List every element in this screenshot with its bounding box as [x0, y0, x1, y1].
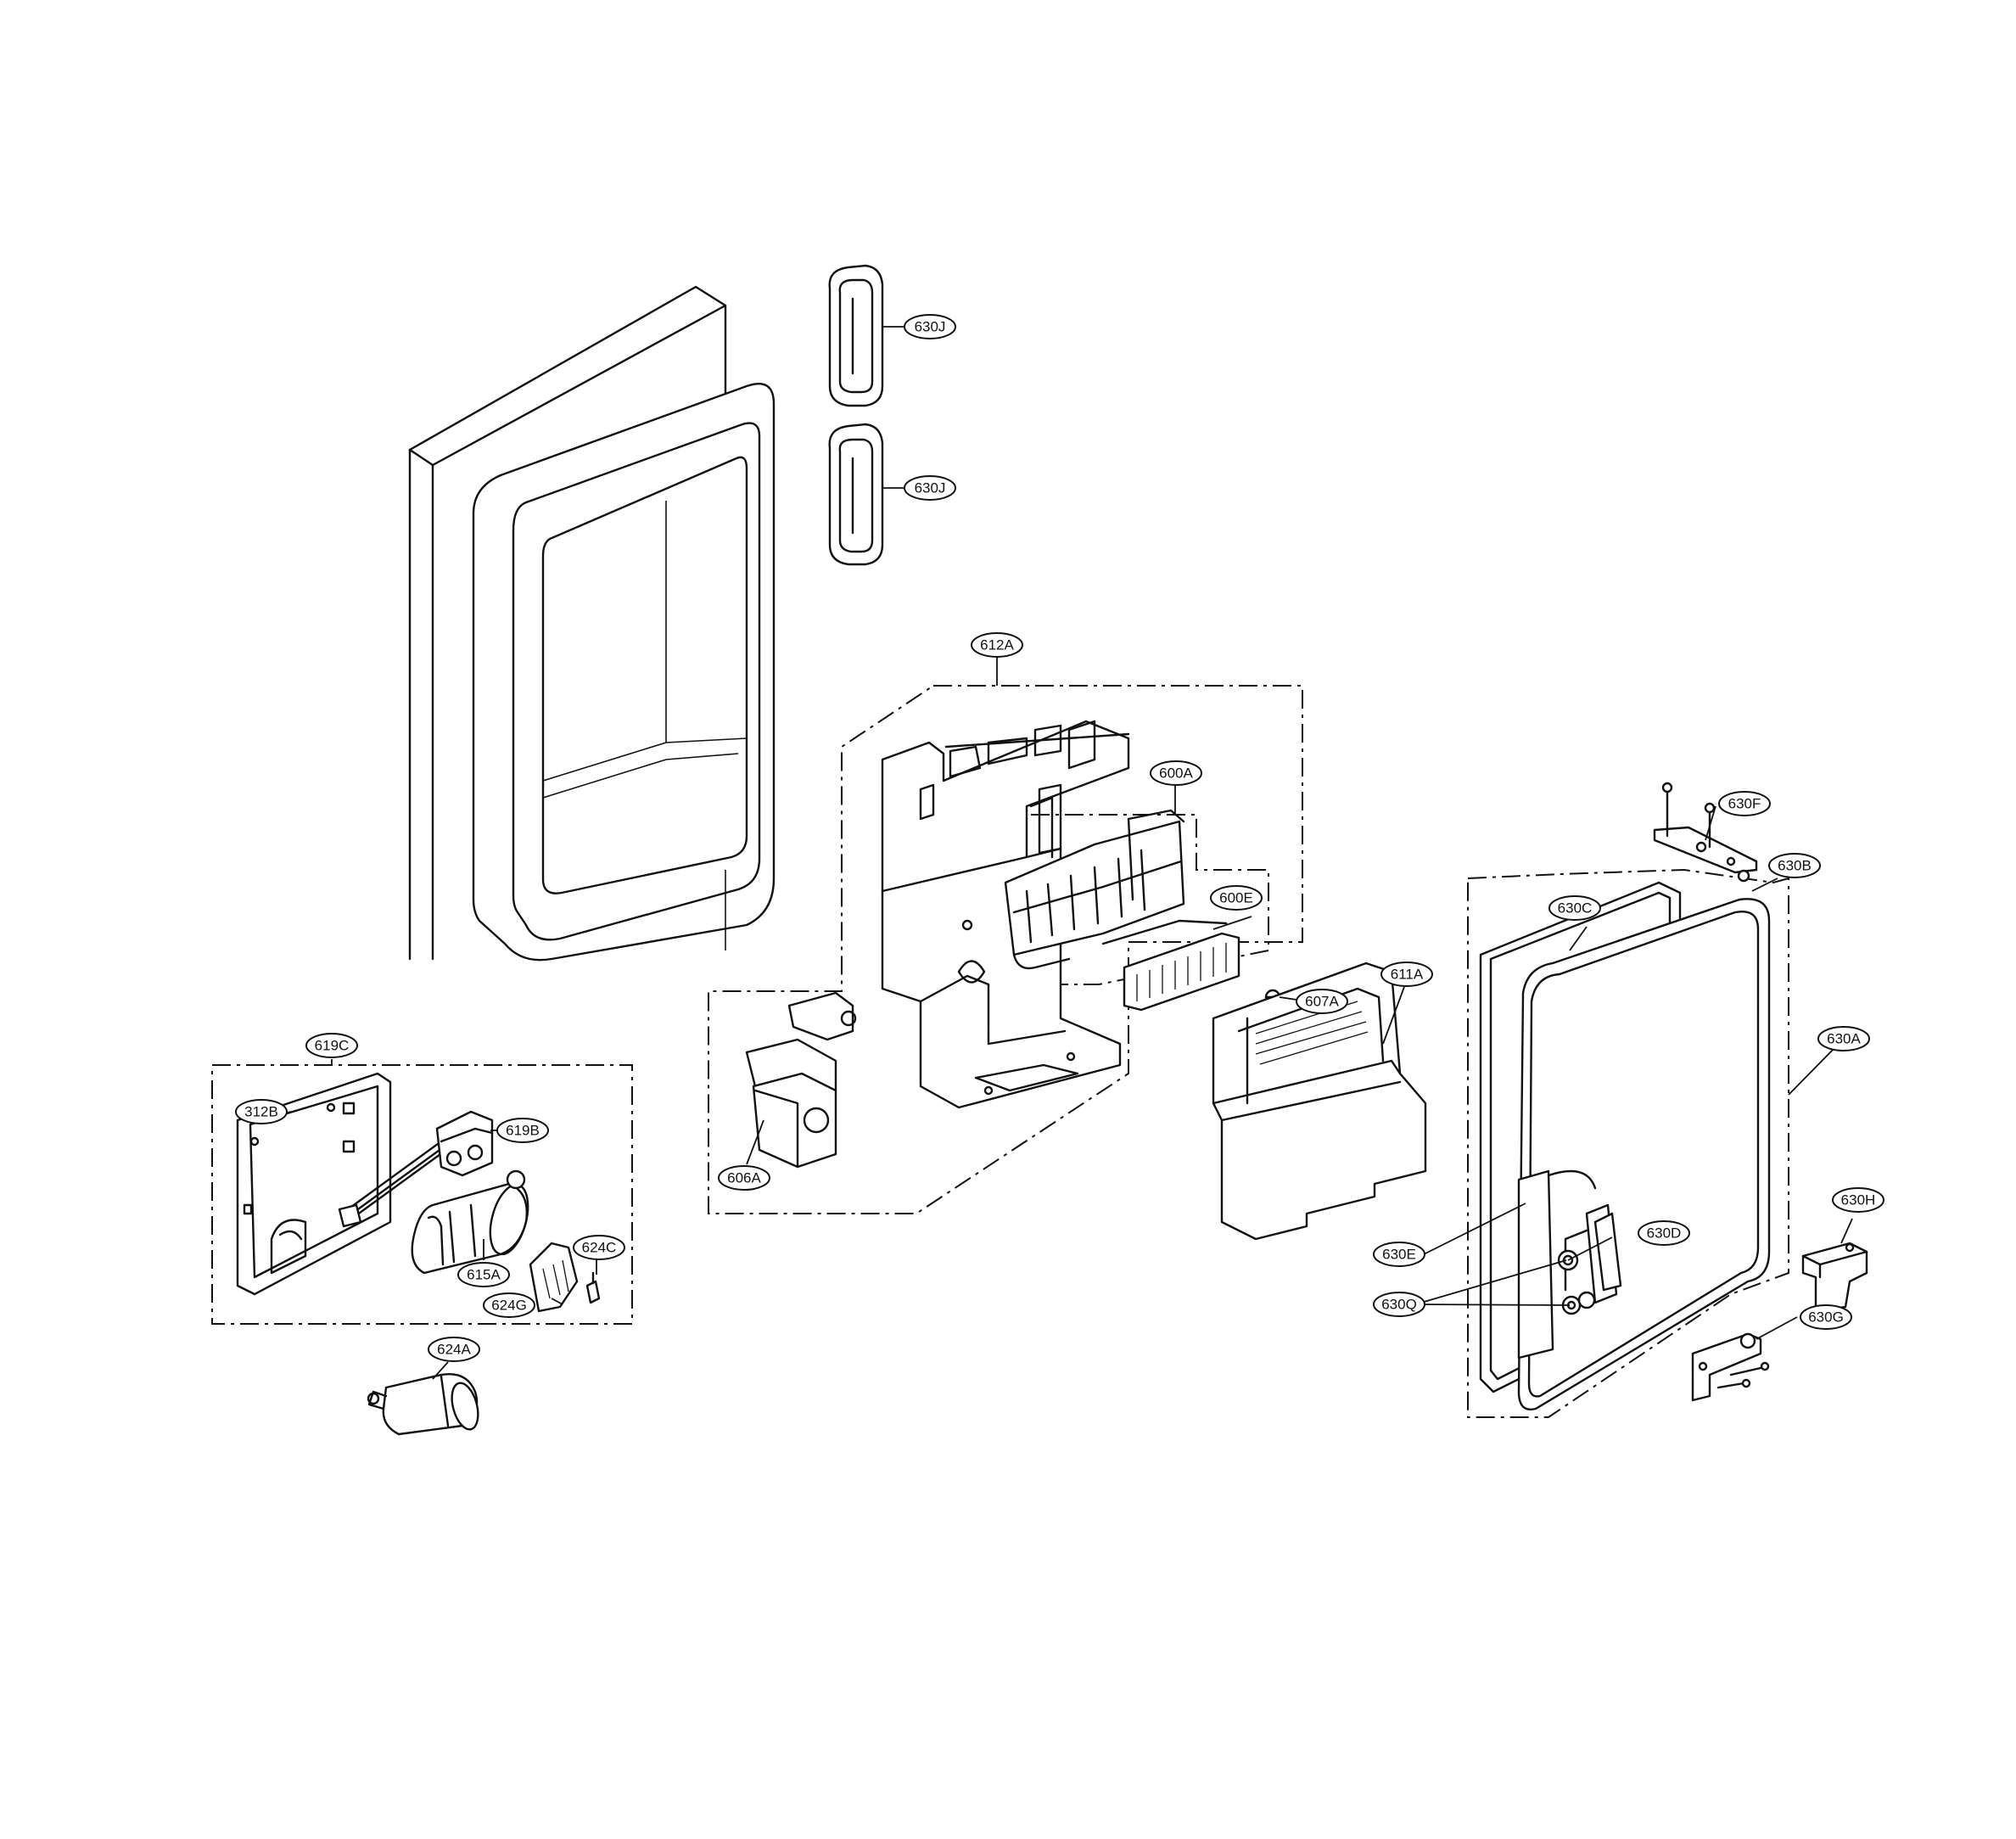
- svg-text:630J: 630J: [915, 480, 946, 496]
- svg-text:630G: 630G: [1808, 1309, 1844, 1326]
- callout-630A: 630A: [1817, 1026, 1870, 1051]
- callout-630Q: 630Q: [1373, 1292, 1425, 1317]
- callout-630D: 630D: [1638, 1220, 1690, 1246]
- top-hinge-plate: [1653, 782, 1758, 883]
- callout-630C: 630C: [1548, 895, 1601, 921]
- handle-pad-lower: [828, 423, 884, 566]
- svg-text:624C: 624C: [582, 1240, 617, 1256]
- door-hinge-bracket: [1564, 1203, 1622, 1304]
- callout-630J-lower: 630J: [904, 475, 956, 501]
- callout-607A: 607A: [1296, 989, 1348, 1014]
- callout-630E: 630E: [1373, 1242, 1425, 1267]
- water-box-cover: [236, 1072, 392, 1296]
- svg-text:615A: 615A: [467, 1267, 501, 1283]
- svg-text:630Q: 630Q: [1381, 1297, 1417, 1313]
- callout-630F: 630F: [1718, 791, 1771, 816]
- door-screws-630Q: [1557, 1249, 1596, 1315]
- svg-text:619B: 619B: [506, 1123, 540, 1139]
- callout-630G: 630G: [1800, 1304, 1852, 1330]
- callout-606A: 606A: [718, 1165, 770, 1191]
- svg-text:630D: 630D: [1647, 1225, 1682, 1242]
- svg-text:600A: 600A: [1159, 765, 1193, 782]
- callout-624G: 624G: [483, 1292, 535, 1318]
- door-stopper: [1801, 1242, 1868, 1313]
- callout-312B: 312B: [235, 1099, 288, 1124]
- callout-612A: 612A: [971, 632, 1023, 658]
- callout-624C: 624C: [573, 1235, 625, 1260]
- valve-clip: [529, 1242, 579, 1313]
- fitting-624C: [585, 1271, 601, 1304]
- water-box-outline: [211, 1064, 633, 1325]
- svg-text:606A: 606A: [727, 1170, 761, 1186]
- valve-wiring: [338, 1110, 494, 1228]
- door-outer-panel: [408, 285, 776, 962]
- callout-600A: 600A: [1150, 760, 1202, 786]
- callout-630B: 630B: [1768, 853, 1821, 878]
- callout-600E: 600E: [1210, 885, 1263, 911]
- svg-text:630B: 630B: [1778, 858, 1812, 874]
- handle-pad-upper: [828, 264, 884, 407]
- callout-630H: 630H: [1832, 1187, 1884, 1213]
- freezer-door-outline: [1467, 868, 1789, 1418]
- svg-text:630E: 630E: [1382, 1247, 1416, 1263]
- ice-maker-sub-outline: [996, 814, 1269, 985]
- svg-text:611A: 611A: [1391, 967, 1424, 983]
- callout-615A: 615A: [457, 1262, 510, 1287]
- svg-text:607A: 607A: [1305, 994, 1339, 1010]
- water-tank-cylinder: [411, 1169, 529, 1275]
- callout-630J-upper: 630J: [904, 314, 956, 339]
- svg-text:312B: 312B: [244, 1104, 278, 1120]
- svg-text:630A: 630A: [1827, 1031, 1861, 1047]
- svg-text:630C: 630C: [1558, 900, 1593, 917]
- svg-text:624G: 624G: [491, 1298, 527, 1314]
- ice-tray-guide: [1101, 919, 1240, 1012]
- callout-619C: 619C: [305, 1033, 358, 1058]
- callout-619B: 619B: [496, 1118, 549, 1143]
- svg-text:630J: 630J: [915, 319, 946, 335]
- dispenser-cover: [1212, 962, 1427, 1241]
- callout-624A: 624A: [428, 1337, 480, 1362]
- callout-611A: 611A: [1380, 962, 1433, 987]
- door-hinge-cover: [1517, 1169, 1597, 1360]
- svg-text:624A: 624A: [437, 1342, 471, 1358]
- svg-text:612A: 612A: [980, 637, 1014, 653]
- water-filter: [367, 1373, 479, 1436]
- svg-text:630F: 630F: [1728, 796, 1761, 812]
- bottom-hinge: [1691, 1332, 1770, 1402]
- door-inner-liner: [1517, 898, 1771, 1410]
- auger-motor: [745, 991, 857, 1169]
- ice-maker-unit: [1004, 783, 1185, 970]
- svg-text:600E: 600E: [1219, 890, 1253, 906]
- svg-text:619C: 619C: [315, 1038, 350, 1054]
- svg-text:630H: 630H: [1841, 1192, 1876, 1208]
